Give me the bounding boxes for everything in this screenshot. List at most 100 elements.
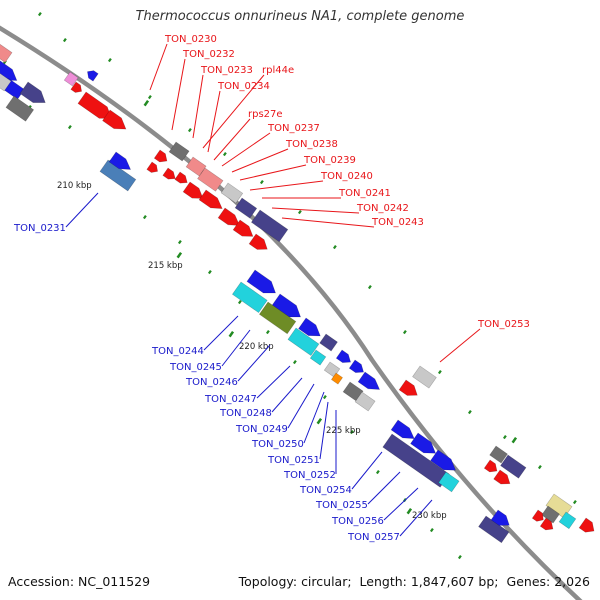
gene-arrow <box>174 171 188 184</box>
gene-label-red: TON_0240 <box>320 171 373 182</box>
leader-line <box>239 164 307 181</box>
scale-dot <box>187 128 192 133</box>
gene-arrow <box>232 219 254 237</box>
gene-label-blue: TON_0245 <box>169 362 222 373</box>
gene-label-blue: TON_0252 <box>283 470 336 481</box>
gene-box <box>168 141 190 162</box>
gene-label-blue: TON_0257 <box>347 532 400 543</box>
scale-major-tick <box>143 99 150 107</box>
gene-box <box>489 445 508 464</box>
gene-box <box>478 515 510 544</box>
topology-text: Topology: circular; <box>238 574 352 589</box>
gene-label-red: TON_0230 <box>164 34 217 45</box>
scale-dot <box>457 555 462 560</box>
scale-dot <box>177 239 182 245</box>
gene-arrow <box>335 349 351 363</box>
leader-line <box>256 365 291 399</box>
gene-box <box>558 511 577 530</box>
gene-arrow <box>271 293 301 318</box>
scale-dot <box>292 360 297 365</box>
gene-arrow <box>493 469 511 485</box>
gene-arrow <box>390 419 415 440</box>
leader-line <box>249 180 324 191</box>
leader-line <box>303 391 325 444</box>
scale-dot <box>207 270 212 275</box>
gene-box <box>0 39 13 63</box>
leader-line <box>213 118 251 161</box>
gene-label-red: TON_0253 <box>477 319 530 330</box>
gene-label-red: TON_0238 <box>285 139 338 150</box>
leader-line <box>399 499 433 537</box>
scale-dot <box>375 469 380 475</box>
scale-dot <box>572 500 577 505</box>
kbp-label: 220 kbp <box>239 342 274 352</box>
scale-dot <box>62 37 67 43</box>
gene-arrow <box>87 70 99 82</box>
gene-arrow <box>490 509 510 526</box>
gene-label-red: rpl44e <box>262 65 294 76</box>
gene-arrow <box>539 517 554 531</box>
scale-major-tick <box>406 508 413 515</box>
gene-arrow <box>578 517 595 533</box>
scale-dot <box>332 244 337 250</box>
kbp-label: 210 kbp <box>57 181 92 191</box>
scale-dot <box>142 214 147 220</box>
gene-label-red: TON_0233 <box>200 65 253 76</box>
gene-label-blue: TON_0255 <box>315 500 368 511</box>
gene-label-red: TON_0243 <box>371 217 424 228</box>
leader-line <box>149 43 168 91</box>
leader-line <box>439 328 481 363</box>
kbp-label: 215 kbp <box>148 261 183 271</box>
scale-dot <box>467 409 472 415</box>
gene-arrow <box>248 233 268 250</box>
genome-backbone <box>0 25 583 600</box>
gene-arrow <box>146 161 158 173</box>
leader-line <box>171 58 186 131</box>
gene-arrow <box>198 189 223 210</box>
gene-box <box>541 505 560 524</box>
gene-arrow <box>410 432 437 454</box>
leader-line <box>231 148 289 173</box>
length-text: Length: 1,847,607 bp; <box>359 574 499 589</box>
scale-dot <box>537 464 542 470</box>
gene-label-blue: TON_0250 <box>251 439 304 450</box>
gene-box <box>0 71 12 92</box>
gene-label-red: TON_0242 <box>356 203 409 214</box>
gene-box <box>234 197 258 219</box>
gene-arrow <box>357 371 381 390</box>
accession-text: Accession: NC_011529 <box>8 574 151 589</box>
gene-arrow <box>398 379 418 396</box>
gene-box <box>354 391 376 412</box>
gene-label-blue: TON_0251 <box>267 455 320 466</box>
scale-dot <box>222 152 227 157</box>
gene-box <box>197 167 224 192</box>
scale-dot <box>437 370 442 375</box>
gene-label-red: TON_0241 <box>338 188 391 199</box>
gene-box <box>220 182 244 204</box>
leader-line <box>351 451 383 490</box>
gene-arrow <box>153 149 168 163</box>
leader-line <box>65 192 99 228</box>
gene-box <box>382 433 450 488</box>
gene-label-red: rps27e <box>248 109 283 120</box>
gene-box <box>319 333 338 352</box>
leader-line <box>202 74 265 149</box>
gene-arrow <box>182 181 204 199</box>
scale-dot <box>402 329 407 335</box>
scale-major-tick <box>176 252 183 259</box>
map-title: Thermococcus onnurineus NA1, complete ge… <box>135 9 465 24</box>
gene-label-blue: TON_0249 <box>235 424 288 435</box>
scale-dot <box>259 179 264 185</box>
gene-label-blue: TON_0244 <box>151 346 204 357</box>
gene-label-blue: TON_0256 <box>331 516 384 527</box>
gene-box <box>500 454 527 479</box>
kbp-label: 225 kbp <box>326 426 361 436</box>
gene-box <box>330 372 343 385</box>
leader-line <box>192 74 204 139</box>
gene-label-red: TON_0239 <box>303 155 356 166</box>
leader-line <box>271 207 360 214</box>
gene-arrow <box>102 109 127 130</box>
gene-arrow <box>531 509 544 522</box>
scale-dot <box>107 58 112 63</box>
gene-arrow <box>348 359 364 373</box>
